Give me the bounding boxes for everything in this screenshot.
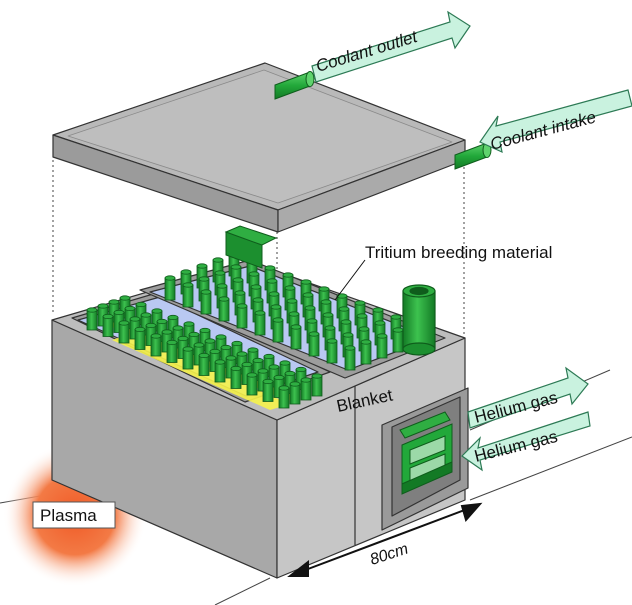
cooling-tube <box>164 275 176 301</box>
plasma-label: Plasma <box>40 506 97 525</box>
cooling-tube <box>182 282 194 308</box>
cooling-tube <box>272 317 284 343</box>
cooling-tube <box>360 339 372 365</box>
plasma-label-box <box>32 501 116 529</box>
helium-gas-label-1: Helium gas <box>472 388 559 427</box>
cooling-tube <box>236 303 248 329</box>
cooling-tube <box>102 313 114 337</box>
cooling-tube <box>214 359 226 383</box>
internal-manifold <box>399 411 453 495</box>
outlet-tube <box>402 284 436 356</box>
cooling-tube <box>278 385 290 409</box>
cooling-tube <box>376 333 388 359</box>
cooling-tube <box>311 373 323 397</box>
cooling-tube <box>246 372 258 396</box>
lid <box>52 62 466 233</box>
cooling-tube <box>262 378 274 402</box>
cooling-tube <box>218 296 230 322</box>
cooling-tube <box>150 333 162 357</box>
cooling-tube <box>254 310 266 336</box>
cooling-tube <box>300 377 312 401</box>
cooling-tube <box>289 381 301 405</box>
lid-connector <box>224 225 278 269</box>
dimension-arrow <box>287 502 483 577</box>
cooling-tube <box>308 331 320 357</box>
cooling-tube <box>86 307 98 331</box>
cooling-tube <box>392 327 404 353</box>
coolant-intake-arrow: Coolant intake <box>479 89 632 154</box>
coolant-outlet-arrow: Coolant outlet <box>311 10 471 83</box>
tritium-label: Tritium breeding material <box>365 243 552 262</box>
cooling-tube <box>166 339 178 363</box>
cooling-tube <box>290 324 302 350</box>
cooling-tube <box>182 346 194 370</box>
tritium-leader <box>334 259 366 301</box>
cooling-tubes <box>86 251 420 409</box>
cooling-tube <box>200 289 212 315</box>
helium-gas-label-2: Helium gas <box>472 427 559 466</box>
cooling-tube <box>134 326 146 350</box>
cooling-tube <box>230 365 242 389</box>
cooling-tube <box>326 338 338 364</box>
cooling-tube <box>118 320 130 344</box>
cooling-tube <box>198 352 210 376</box>
coolant-outlet-pipe <box>274 71 315 100</box>
cooling-tube <box>344 345 356 371</box>
